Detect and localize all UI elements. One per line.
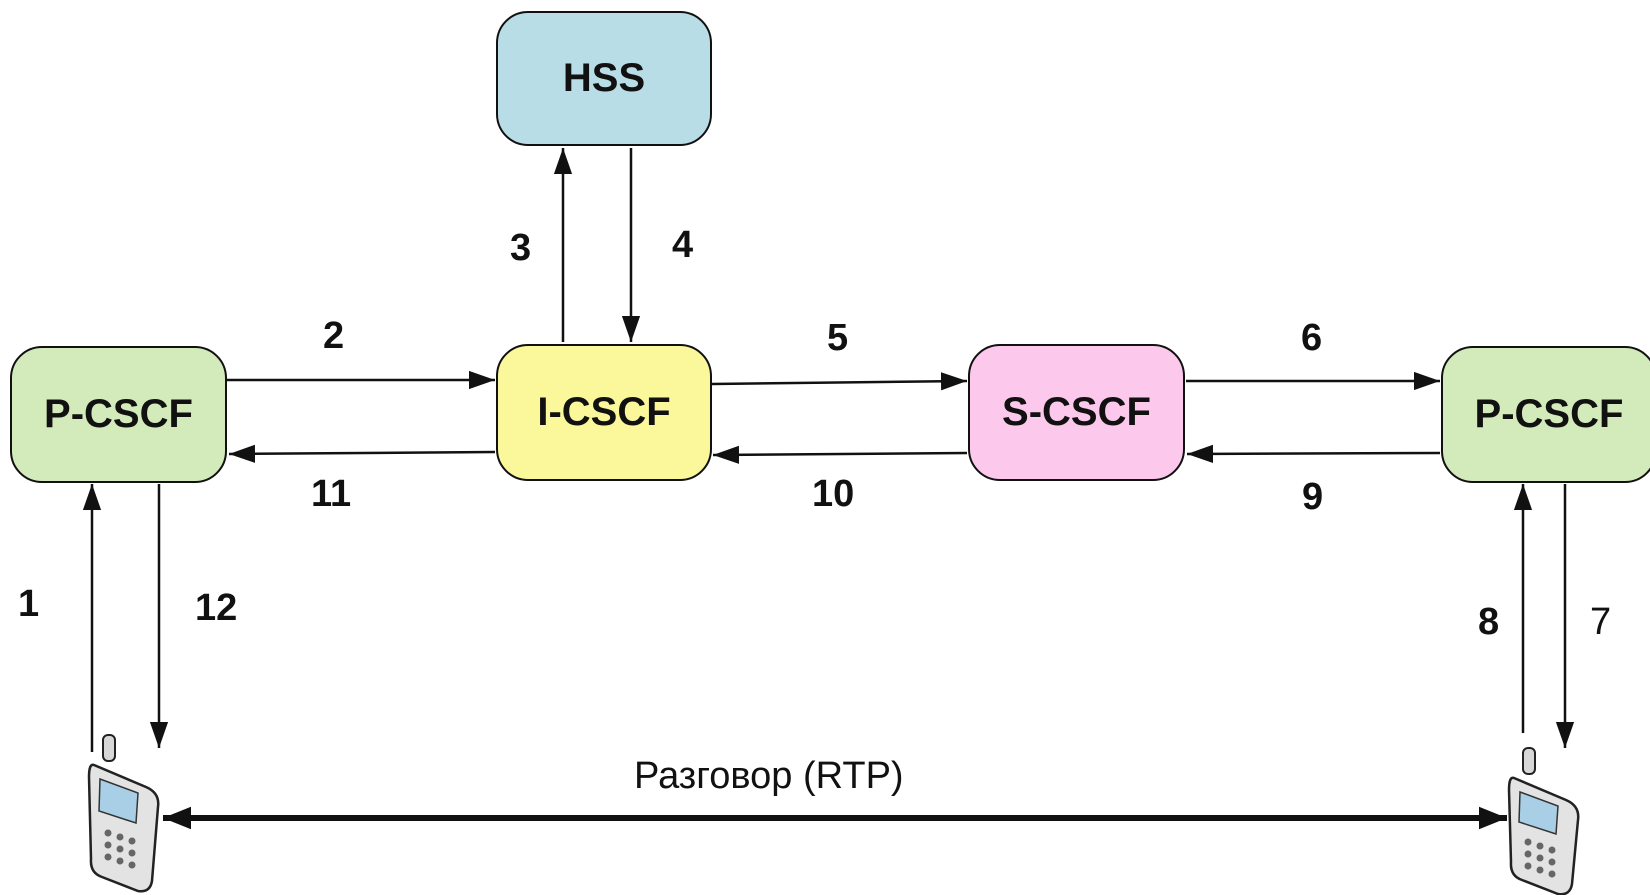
step-label-10: 10 <box>812 473 855 515</box>
arrow-9 <box>1186 444 1441 463</box>
step-label-8: 8 <box>1478 601 1500 643</box>
step-label-7: 7 <box>1590 601 1612 643</box>
node-hss: HSS <box>496 11 712 146</box>
step-label-6: 6 <box>1301 317 1323 359</box>
step-label-5: 5 <box>827 317 849 359</box>
step-label-3: 3 <box>510 227 532 269</box>
node-pcscf-left: P-CSCF <box>10 346 227 483</box>
step-label-11: 11 <box>311 473 352 515</box>
step-label-2: 2 <box>323 315 345 357</box>
node-scscf: S-CSCF <box>968 344 1185 481</box>
arrow-5 <box>711 372 968 391</box>
media-label: Разговор (RTP) <box>634 755 904 797</box>
node-icscf: I-CSCF <box>496 344 712 481</box>
step-label-1: 1 <box>18 583 40 625</box>
step-label-9: 9 <box>1302 476 1324 518</box>
step-label-4: 4 <box>672 224 694 266</box>
mobile-phone-icon <box>87 734 160 893</box>
arrow-11 <box>228 444 496 463</box>
node-pcscf-right: P-CSCF <box>1441 346 1650 483</box>
step-label-12: 12 <box>195 587 238 629</box>
arrow-10 <box>712 445 968 464</box>
mobile-phone-icon <box>1507 747 1580 895</box>
